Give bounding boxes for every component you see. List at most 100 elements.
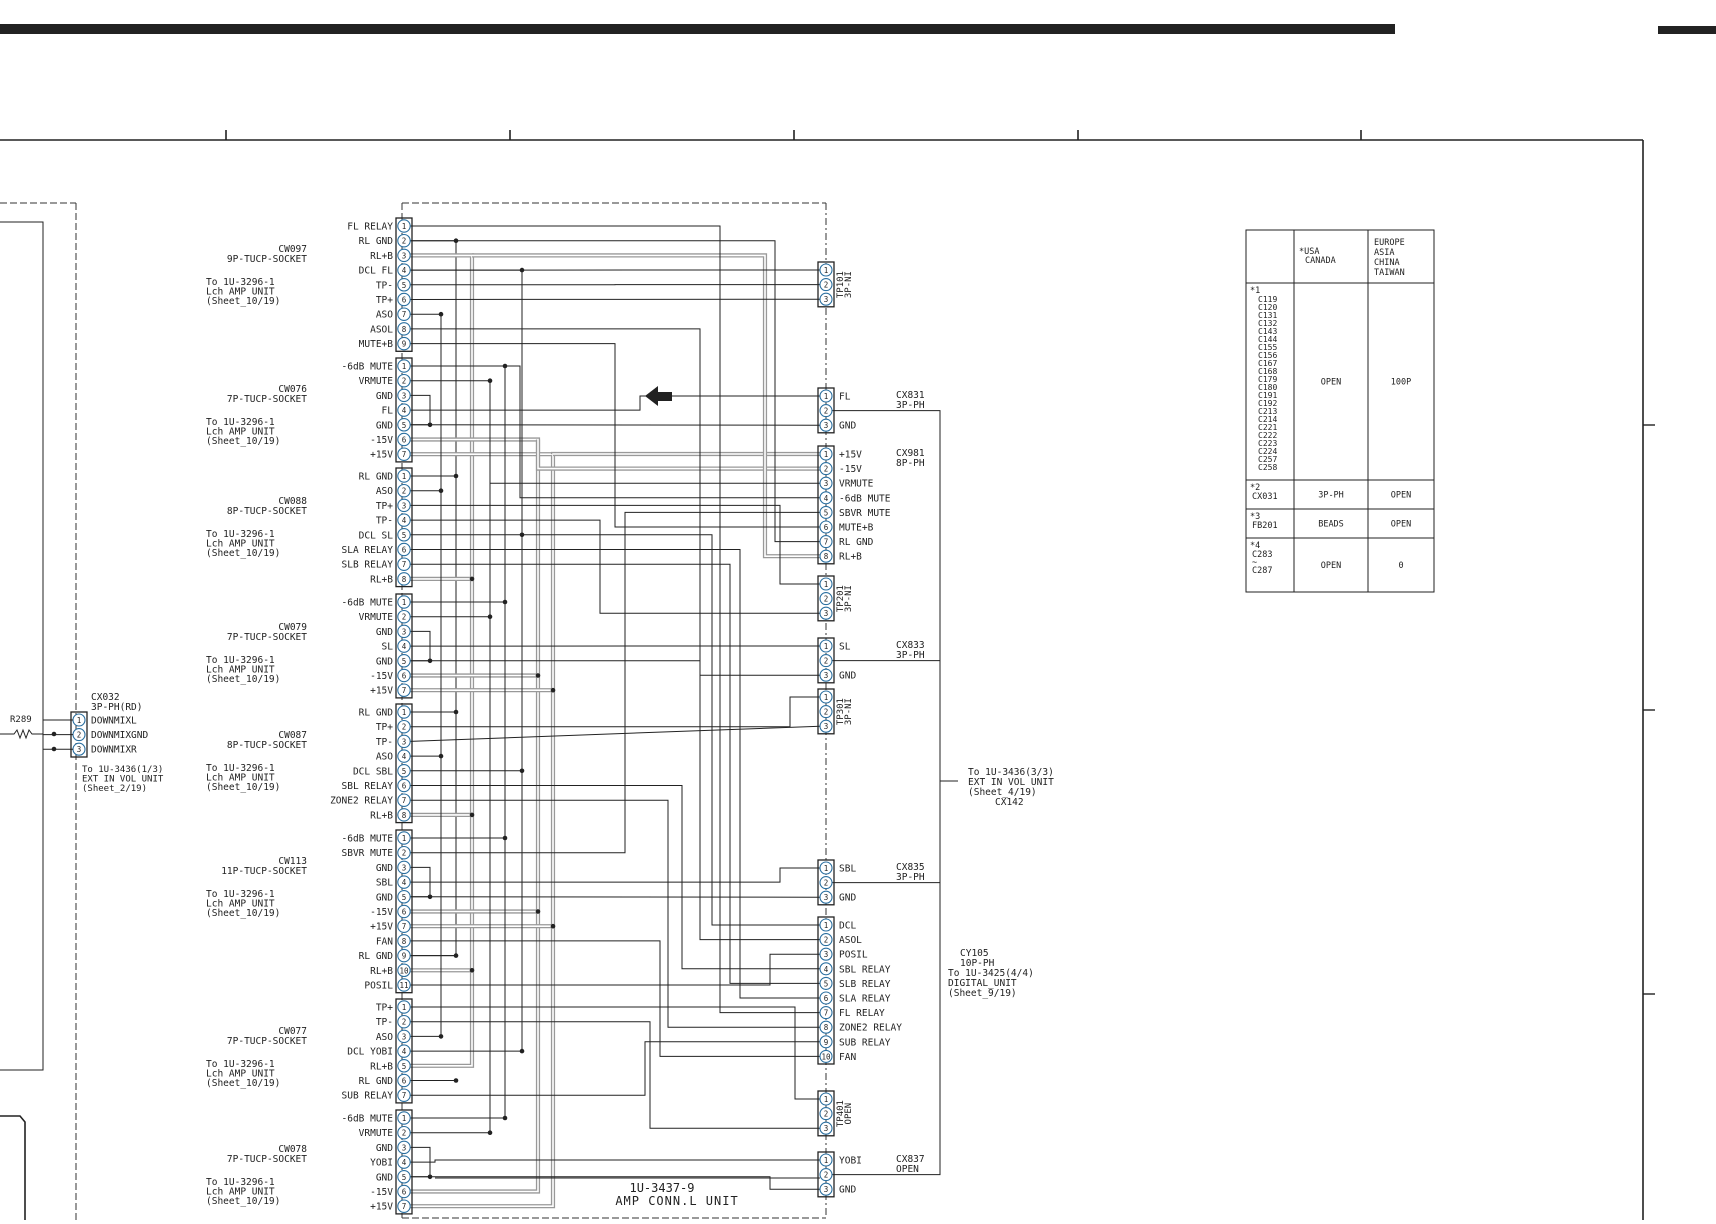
pin-label: TP+: [376, 1003, 393, 1014]
pin-number: 2: [824, 708, 829, 717]
table-usa-value: 3P-PH: [1318, 491, 1344, 501]
pin-number: 3: [824, 295, 829, 304]
pin-number: 2: [824, 936, 829, 945]
pin-number: 3: [824, 722, 829, 731]
signal-arrow-icon: [645, 386, 672, 406]
pin-label: FL: [382, 406, 394, 417]
pin-number: 5: [402, 421, 407, 430]
junction-dot: [470, 813, 475, 818]
pin-number: 8: [402, 937, 407, 946]
pin-number: 1: [824, 450, 829, 459]
socket-destination: (Sheet_10/19): [206, 908, 280, 919]
pin-label: -6dB MUTE: [342, 598, 394, 609]
pin-number: 3: [402, 1143, 407, 1152]
pin-label: -6dB MUTE: [342, 834, 394, 845]
pin-number: 1: [402, 598, 407, 607]
pin-number: 1: [402, 708, 407, 717]
pin-label: TP+: [376, 295, 393, 306]
socket-cw079: 1-6dB MUTE2VRMUTE3GND4SL5GND6-15V7+15VCW…: [206, 594, 412, 698]
pin-label: MUTE+B: [359, 339, 394, 350]
pin-number: 4: [824, 494, 829, 503]
pin-label: DOWNMIXGND: [91, 730, 148, 741]
unit-id: 1U-3437-9: [629, 1181, 694, 1195]
pin-number: 9: [402, 952, 407, 961]
socket-type: 7P-TUCP-SOCKET: [227, 1036, 307, 1047]
table-eu-value: OPEN: [1391, 491, 1411, 501]
pin-number: 8: [824, 552, 829, 561]
pin-label: POSIL: [364, 981, 393, 992]
pin-number: 1: [824, 642, 829, 651]
pin-label: SLB RELAY: [342, 560, 394, 571]
pin-label: GND: [839, 1185, 856, 1196]
pin-number: 5: [402, 767, 407, 776]
socket-type: 8P-TUCP-SOCKET: [227, 740, 307, 751]
socket-destination: (Sheet_10/19): [206, 782, 280, 793]
pin-label: +15V: [370, 922, 393, 933]
pin-number: 7: [402, 450, 407, 459]
junction-dot: [536, 909, 541, 914]
junction-dot: [470, 577, 475, 582]
table-part: CX031: [1252, 492, 1278, 502]
pin-number: 7: [402, 686, 407, 695]
pin-label: RL GND: [359, 708, 394, 719]
pin-number: 4: [824, 965, 829, 974]
pin-label: DCL SBL: [353, 766, 393, 777]
socket-destination: (Sheet_10/19): [206, 1078, 280, 1089]
pin-number: 6: [402, 296, 407, 305]
wire: [410, 241, 456, 956]
pin-label: ASOL: [370, 324, 393, 335]
pin-label: SLA RELAY: [839, 994, 891, 1005]
pin-number: 2: [402, 849, 407, 858]
table-usa-value: OPEN: [1321, 561, 1341, 571]
pin-label: SBVR MUTE: [839, 508, 891, 519]
pin-label: RL+B: [370, 251, 393, 262]
pin-label: RL GND: [359, 472, 394, 483]
connector-destination: (Sheet_2/19): [82, 784, 147, 794]
table-eu-value: OPEN: [1391, 520, 1411, 530]
connector-destination: EXT IN VOL UNIT: [82, 775, 164, 785]
unit-name: AMP CONN.L UNIT: [615, 1194, 738, 1208]
pin-number: 1: [824, 1156, 829, 1165]
pin-number: 8: [402, 325, 407, 334]
pin-label: GND: [376, 627, 393, 638]
pin-number: 1: [402, 222, 407, 231]
resistor-r289: [0, 730, 43, 738]
pin-number: 7: [402, 310, 407, 319]
pin-number: 3: [402, 251, 407, 260]
connector-type: 8P-PH: [896, 458, 925, 469]
pin-number: 6: [402, 1077, 407, 1086]
pin-number: 10: [821, 1052, 831, 1061]
pin-label: ASO: [376, 1032, 393, 1043]
pin-number: 5: [402, 531, 407, 540]
pin-label: RL GND: [359, 236, 394, 247]
pin-label: RL GND: [839, 537, 874, 548]
pin-number: 1: [824, 864, 829, 873]
pin-number: 1: [824, 1095, 829, 1104]
pin-label: POSIL: [839, 950, 868, 961]
pin-label: YOBI: [839, 1156, 862, 1167]
pin-label: DOWNMIXR: [91, 745, 137, 756]
socket-destination: (Sheet_10/19): [206, 1196, 280, 1207]
external-destination: CX142: [995, 797, 1024, 808]
pin-label: RL+B: [370, 1061, 393, 1072]
pin-label: -15V: [370, 435, 393, 446]
external-destination-labels: To 1U-3436(3/3)EXT IN VOL UNIT(Sheet_4/1…: [948, 767, 1054, 999]
pin-label: FAN: [376, 936, 393, 947]
pin-label: -6dB MUTE: [839, 493, 891, 504]
pin-number: 3: [402, 391, 407, 400]
pin-label: ASO: [376, 752, 393, 763]
pin-number: 3: [824, 1124, 829, 1133]
pin-label: VRMUTE: [359, 612, 394, 623]
pin-number: 5: [402, 1173, 407, 1182]
pin-number: 3: [77, 745, 82, 754]
pin-number: 7: [402, 560, 407, 569]
pin-number: 5: [402, 657, 407, 666]
pin-label: -6dB MUTE: [342, 362, 394, 373]
pin-label: GND: [376, 892, 393, 903]
pin-number: 6: [402, 436, 407, 445]
pin-label: GND: [376, 863, 393, 874]
junction-dot: [454, 710, 459, 715]
pin-number: 5: [824, 508, 829, 517]
